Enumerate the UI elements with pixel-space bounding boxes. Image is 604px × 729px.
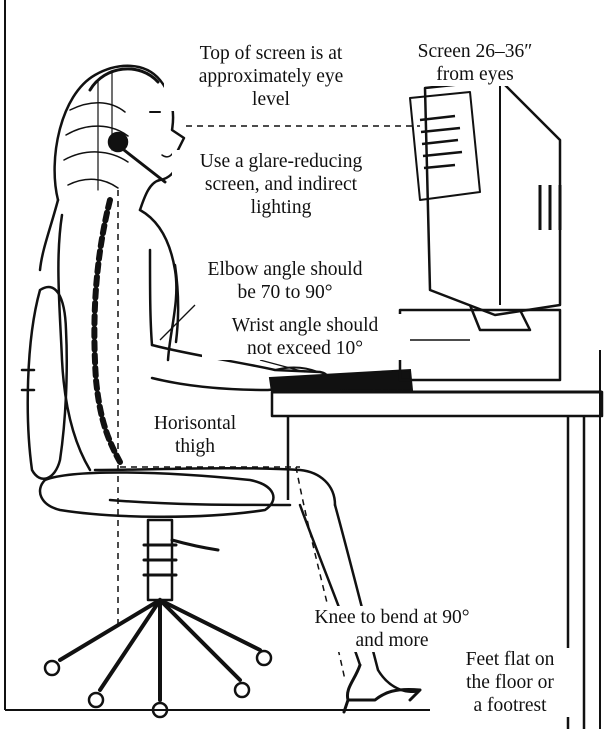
label-horizontal-thigh: Horisontal thigh [132,412,258,458]
label-screen-height: Top of screen is at approximately eye le… [164,42,378,111]
keyboard [270,370,412,392]
label-knee-bend: Knee to bend at 90° and more [286,606,498,652]
label-elbow-angle: Elbow angle should be 70 to 90° [182,258,388,304]
computer-monitor [400,80,560,380]
label-wrist-angle: Wrist angle should not exceed 10° [202,314,408,360]
label-feet-flat: Feet flat on the floor or a footrest [442,648,578,717]
label-screen-distance: Screen 26–36″ from eyes [402,40,548,86]
label-glare-reduction: Use a glare-reducing screen, and indirec… [172,150,390,219]
